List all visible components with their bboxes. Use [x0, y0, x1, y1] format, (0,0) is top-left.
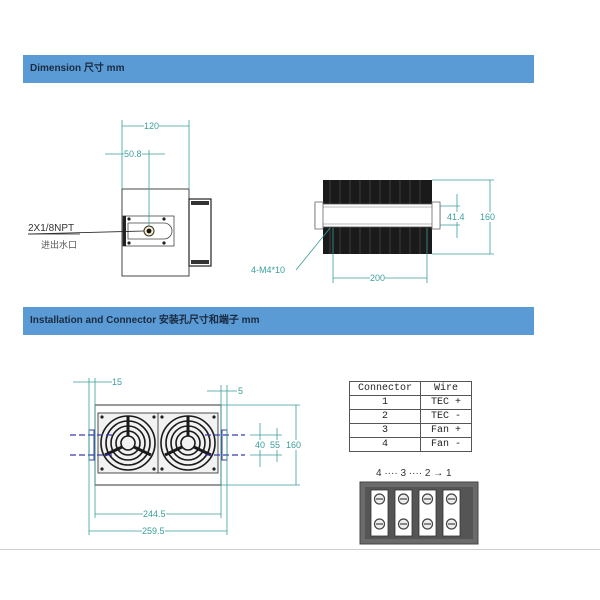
connector-cell: 2 [349, 409, 421, 424]
table-row: 3 Fan + [349, 423, 472, 438]
table-row: 1 TEC + [349, 395, 472, 410]
dim-width-120: 120 [144, 121, 160, 131]
header-wire: Wire [420, 381, 472, 396]
dim-gap-41-4: 41.4 [447, 212, 465, 222]
port-label-cn: 进出水口 [41, 240, 78, 250]
section-header-installation: Installation and Connector 安装孔尺寸和端子 mm [23, 307, 534, 335]
connector-cell: 1 [349, 395, 421, 410]
dim-height-160-install: 160 [286, 440, 302, 450]
section-header-dimension: Dimension 尺寸 mm [23, 55, 534, 83]
wire-cell: TEC - [420, 409, 472, 424]
screw-label: 4-M4*10 [251, 265, 286, 275]
dim-offset-50-8: 50.8 [124, 149, 142, 159]
port-label: 2X1/8NPT [28, 223, 75, 234]
dim-right-flange: 5 [238, 386, 244, 396]
dim-hole-40: 40 [255, 440, 266, 450]
installation-view-drawing [70, 378, 300, 535]
connector-table: Connector Wire 1 TEC + 2 TEC - 3 Fan + 4… [349, 381, 472, 452]
connector-cell: 4 [349, 437, 421, 452]
dim-inner-244-5: 244.5 [143, 509, 166, 519]
dim-hole-55: 55 [270, 440, 281, 450]
dim-outer-259-5: 259.5 [142, 526, 165, 536]
dim-left-flange: 15 [112, 377, 123, 387]
wire-cell: Fan + [420, 423, 472, 438]
terminal-pin-order: 4 ···· 3 ···· 2 → 1 [376, 468, 452, 479]
connector-cell: 3 [349, 423, 421, 438]
page-divider [0, 549, 600, 550]
dim-height-160: 160 [480, 212, 496, 222]
table-row: 4 Fan - [349, 437, 472, 452]
table-row: 2 TEC - [349, 409, 472, 424]
dim-length-200: 200 [370, 273, 386, 283]
wire-cell: Fan - [420, 437, 472, 452]
terminal-block-drawing [359, 481, 479, 545]
side-view-drawing [295, 179, 494, 283]
front-view-drawing [27, 120, 212, 277]
wire-cell: TEC + [420, 395, 472, 410]
header-connector: Connector [349, 381, 421, 396]
table-header-row: Connector Wire [349, 381, 472, 396]
